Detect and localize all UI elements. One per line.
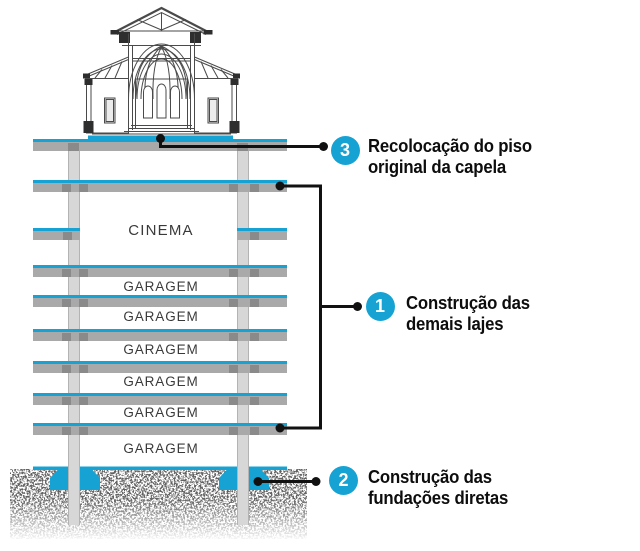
chapel-illustration (83, 6, 240, 135)
callout-text-3: Recolocação do piso original da capela (368, 136, 532, 178)
slab-4 (33, 265, 287, 277)
leader-dot (311, 477, 321, 486)
callout-text-2: Construção das fundações diretas (368, 467, 508, 509)
slab-8 (33, 393, 287, 405)
floor-label-garage: GARAGEM (123, 279, 199, 294)
leader-dot (319, 142, 328, 151)
step-badge-3: 3 (330, 135, 360, 165)
slab-9 (33, 423, 287, 435)
floor-label-garage: GARAGEM (123, 441, 199, 456)
callout-1-line-1: Construção das (406, 293, 530, 313)
floor-label-garage: GARAGEM (123, 342, 199, 357)
slab-7 (33, 361, 287, 373)
leader-dot (253, 477, 263, 486)
floor-label-garage: GARAGEM (123, 374, 199, 389)
slab-2 (33, 180, 287, 192)
leader-bracket-1 (280, 184, 358, 430)
callout-text-1: Construção das demais lajes (406, 293, 530, 335)
slab-6 (33, 329, 287, 341)
floor-label-cinema: CINEMA (128, 222, 194, 239)
callout-3-line-1: Recolocação do piso (368, 136, 532, 156)
soil-texture (10, 469, 307, 539)
soil-fade (5, 498, 312, 542)
callout-3-line-2: original da capela (368, 157, 507, 177)
floor-label-garage: GARAGEM (123, 405, 199, 420)
step-badge-1: 1 (365, 292, 395, 321)
callout-2-line-1: Construção das (368, 467, 492, 487)
floor-label-garage: GARAGEM (123, 309, 199, 324)
callout-2-line-2: fundações diretas (368, 488, 509, 508)
slab-5 (33, 295, 287, 307)
slab-chapel-floor (33, 139, 287, 151)
slab-3-right (237, 228, 287, 240)
callout-1-line-2: demais lajes (406, 314, 504, 334)
leader-dot (353, 302, 362, 311)
step-badge-2: 2 (329, 465, 358, 495)
slab-3-left (33, 228, 80, 240)
